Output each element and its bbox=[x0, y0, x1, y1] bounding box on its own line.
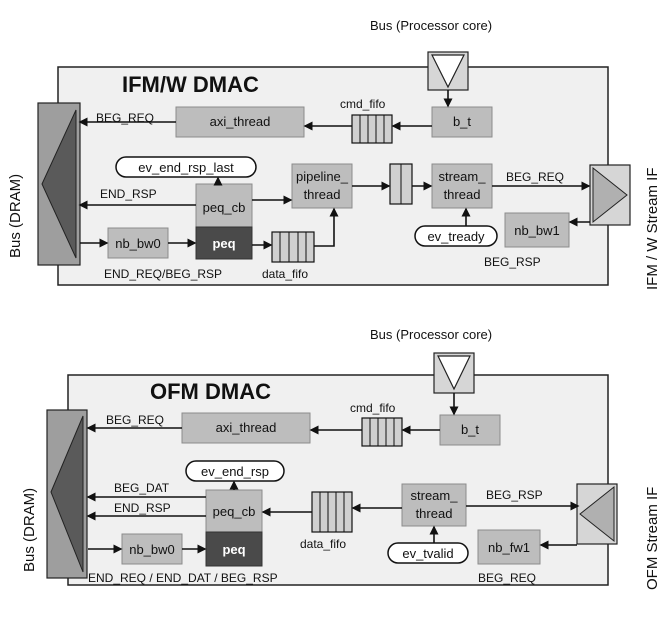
bottom-data-fifo-label: data_fifo bbox=[300, 537, 346, 551]
top-peq-cb-label: peq_cb bbox=[203, 200, 246, 215]
ofm-dmac-section: Bus (Processor core) OFM DMAC Bus (DRAM)… bbox=[21, 327, 661, 590]
ifmw-dmac-title: IFM/W DMAC bbox=[122, 72, 259, 97]
bottom-ev-end-rsp-label: ev_end_rsp bbox=[201, 464, 269, 479]
bottom-b-t-box bbox=[439, 414, 501, 446]
top-cmd-fifo-label: cmd_fifo bbox=[340, 97, 386, 111]
bottom-nb-bw0-label: nb_bw0 bbox=[129, 542, 175, 557]
top-peq-label: peq bbox=[212, 236, 235, 251]
top-end-req-beg-rsp-label: END_REQ/BEG_RSP bbox=[104, 267, 222, 281]
top-end-rsp-left-label: END_RSP bbox=[100, 187, 157, 201]
top-stream-if-port bbox=[589, 164, 631, 226]
top-peq-cb-box bbox=[195, 183, 253, 228]
top-data-fifo bbox=[271, 231, 315, 263]
top-processor-bus-port bbox=[427, 51, 469, 91]
bottom-bus-processor-label: Bus (Processor core) bbox=[370, 327, 492, 342]
top-nb-bw1-box bbox=[504, 212, 570, 248]
top-b-t-box bbox=[431, 106, 493, 138]
ofm-dmac-title: OFM DMAC bbox=[150, 379, 271, 404]
top-stream-line2: thread bbox=[444, 187, 481, 202]
bottom-bus-dram-label: Bus (DRAM) bbox=[21, 488, 38, 572]
bottom-nb-fw1-label: nb_fw1 bbox=[488, 540, 530, 555]
bottom-peq-box bbox=[205, 531, 263, 567]
bottom-stream-line2: thread bbox=[416, 506, 453, 521]
bottom-data-fifo bbox=[311, 491, 353, 533]
top-pipeline-line2: thread bbox=[304, 187, 341, 202]
top-ev-tready-pill bbox=[414, 225, 498, 247]
bottom-cmd-fifo bbox=[361, 417, 403, 447]
top-ev-tready-label: ev_tready bbox=[427, 229, 485, 244]
top-axi-thread-label: axi_thread bbox=[210, 114, 271, 129]
top-bus-dram-label: Bus (DRAM) bbox=[7, 174, 24, 258]
top-data-fifo-label: data_fifo bbox=[262, 267, 308, 281]
bottom-end-req-end-dat-label: END_REQ / END_DAT / BEG_RSP bbox=[88, 571, 278, 585]
bottom-nb-bw0-box bbox=[121, 533, 183, 565]
bottom-beg-rsp-right-label: BEG_RSP bbox=[486, 488, 543, 502]
bottom-peq-label: peq bbox=[222, 542, 245, 557]
bottom-stream-line1: stream_ bbox=[411, 488, 459, 503]
bottom-processor-bus-port bbox=[433, 352, 475, 394]
bottom-beg-req-left-label: BEG_REQ bbox=[106, 413, 164, 427]
top-stream-line1: stream_ bbox=[439, 169, 487, 184]
top-axi-thread-box bbox=[175, 106, 305, 138]
top-bus-processor-label: Bus (Processor core) bbox=[370, 18, 492, 33]
bottom-ev-tvalid-label: ev_tvalid bbox=[402, 546, 453, 561]
top-pipeline-line1: pipeline_ bbox=[296, 169, 349, 184]
bottom-b-t-label: b_t bbox=[461, 422, 479, 437]
top-ev-end-rsp-last-label: ev_end_rsp_last bbox=[138, 160, 234, 175]
bottom-dram-bus-port bbox=[46, 409, 88, 579]
top-inter-fifo bbox=[389, 163, 413, 205]
bottom-axi-thread-box bbox=[181, 412, 311, 444]
bottom-stream-if-port bbox=[576, 483, 618, 545]
top-peq-box bbox=[195, 226, 253, 260]
top-beg-req-right-label: BEG_REQ bbox=[506, 170, 564, 184]
ifmw-dmac-section: Bus (Processor core) IFM/W DMAC Bus (DRA… bbox=[7, 18, 661, 290]
top-beg-req-left-label: BEG_REQ bbox=[96, 111, 154, 125]
bottom-stream-thread-box bbox=[401, 483, 467, 527]
bottom-peq-cb-label: peq_cb bbox=[213, 504, 256, 519]
top-nb-bw1-label: nb_bw1 bbox=[514, 223, 560, 238]
top-beg-rsp-right-label: BEG_RSP bbox=[484, 255, 541, 269]
bottom-axi-thread-label: axi_thread bbox=[216, 420, 277, 435]
bottom-ev-tvalid-pill bbox=[387, 542, 469, 564]
top-b-t-label: b_t bbox=[453, 114, 471, 129]
bottom-cmd-fifo-label: cmd_fifo bbox=[350, 401, 396, 415]
top-nb-bw0-label: nb_bw0 bbox=[115, 236, 161, 251]
top-stream-thread-box bbox=[431, 163, 493, 209]
top-ev-end-rsp-last-pill bbox=[115, 156, 257, 178]
top-stream-if-label: IFM / W Stream IF bbox=[644, 168, 661, 291]
top-pipeline-thread-box bbox=[291, 163, 353, 209]
bottom-beg-req-right-label: BEG_REQ bbox=[478, 571, 536, 585]
bottom-peq-cb-box bbox=[205, 489, 263, 533]
bottom-end-rsp-left-label: END_RSP bbox=[114, 501, 171, 515]
top-cmd-fifo bbox=[351, 114, 393, 144]
bottom-stream-if-label: OFM Stream IF bbox=[644, 487, 661, 590]
top-dram-bus-port bbox=[37, 102, 81, 266]
bottom-beg-dat-left-label: BEG_DAT bbox=[114, 481, 170, 495]
